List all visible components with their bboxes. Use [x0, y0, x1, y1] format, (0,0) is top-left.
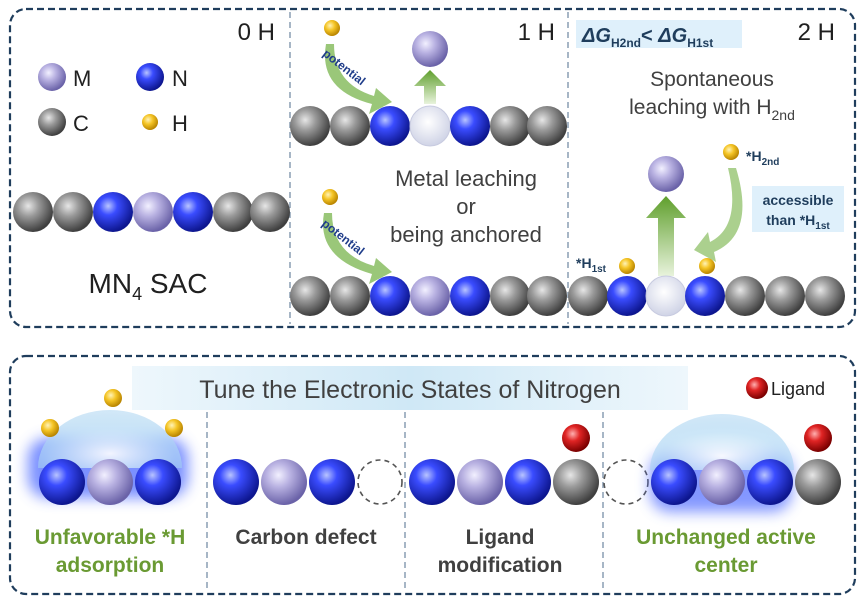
leaching-arrow-icon — [646, 196, 686, 276]
legend-metal-atom — [38, 63, 66, 91]
caption-ligand-line2: modification — [438, 554, 563, 577]
stage-2-text-line2: leaching with H2nd — [629, 96, 795, 123]
stage-1-text-line1: Metal leaching — [395, 166, 537, 191]
callout-line2: than *H1st — [766, 212, 830, 232]
top-panel-frame — [8, 7, 857, 329]
h1st-label: *H1st — [576, 255, 607, 275]
stage-2-text-line1: Spontaneous — [650, 68, 774, 91]
stage-2h: ΔGH2nd< ΔGH1st 2 H Spontaneous leaching … — [568, 19, 845, 317]
legend-hydrogen-label: H — [172, 111, 188, 136]
stage-1-text-line2: or — [456, 194, 476, 219]
anchored-chain — [290, 276, 567, 316]
legend-carbon-atom — [38, 108, 66, 136]
second-hydrogen-atom — [723, 144, 739, 160]
caption-ligand-line1: Ligand — [466, 526, 535, 549]
caption-unfavorable-line1: Unfavorable *H — [35, 526, 186, 549]
caption-unfavorable-line2: adsorption — [56, 554, 165, 577]
stage-1-text-line3: being anchored — [390, 222, 542, 247]
accessible-arrow-icon — [694, 168, 743, 262]
stage-2-header: 2 H — [798, 19, 835, 46]
stage-1h: 1 H potential Metal leaching or being an… — [290, 19, 567, 316]
strategy-ligand-modification — [409, 424, 599, 505]
bottom-title: Tune the Electronic States of Nitrogen — [199, 376, 621, 404]
leached-metal-atom — [648, 156, 684, 192]
dome-shield-icon — [650, 414, 794, 470]
callout-line1: accessible — [763, 192, 834, 208]
second-hydrogen-adsorbed — [699, 258, 715, 274]
carbon-vacancy — [603, 459, 649, 505]
legend-ligand-label: Ligand — [771, 379, 825, 399]
mn4-sac-caption: MN4 SAC — [89, 268, 208, 304]
ligand-atom — [562, 424, 590, 452]
stage-1-header: 1 H — [518, 19, 555, 46]
carbon-vacancy — [357, 459, 403, 505]
legend-ligand-atom — [746, 377, 768, 399]
bottom-panel-frame — [8, 354, 857, 596]
mn4-chain — [13, 192, 290, 232]
stage-0-header: 0 H — [238, 19, 275, 46]
strategy-unchanged-center — [603, 414, 841, 512]
leached-metal-atom — [412, 31, 448, 67]
atom-legend: M N C H — [38, 63, 188, 136]
accessible-callout — [752, 186, 844, 232]
caption-unchanged-line1: Unchanged active — [636, 526, 816, 549]
first-hydrogen-atom — [619, 258, 635, 274]
free-energy-condition: ΔGH2nd< ΔGH1st — [581, 25, 713, 50]
potential-arrow-icon — [323, 213, 392, 284]
h2nd-label: *H2nd — [746, 148, 779, 168]
ligand-atom — [804, 424, 832, 452]
bottom-panel: Tune the Electronic States of Nitrogen L… — [28, 366, 841, 577]
strategy-unfavorable-h — [28, 389, 188, 505]
legend-nitrogen-label: N — [172, 66, 188, 91]
legend-hydrogen-atom — [142, 114, 158, 130]
legend-carbon-label: C — [73, 111, 89, 136]
caption-unchanged-line2: center — [694, 554, 757, 577]
dome-shield-icon — [38, 410, 182, 468]
hydrogen-atom — [322, 189, 338, 205]
stage-0h: 0 H M N C H MN4 SAC — [13, 19, 290, 304]
metal-vacancy — [645, 275, 687, 317]
metal-vacancy — [409, 105, 451, 147]
caption-carbon-defect: Carbon defect — [235, 526, 376, 549]
leaching-arrow-icon — [414, 70, 446, 104]
stage-2-chain — [568, 275, 845, 317]
leaching-chain — [290, 105, 567, 147]
hydrogen-atom — [324, 20, 340, 36]
title-banner — [132, 366, 688, 410]
strategy-carbon-defect — [213, 459, 403, 505]
condition-box — [576, 20, 742, 48]
legend-metal-label: M — [73, 66, 91, 91]
legend-nitrogen-atom — [136, 63, 164, 91]
potential-arrow-icon — [324, 44, 392, 114]
